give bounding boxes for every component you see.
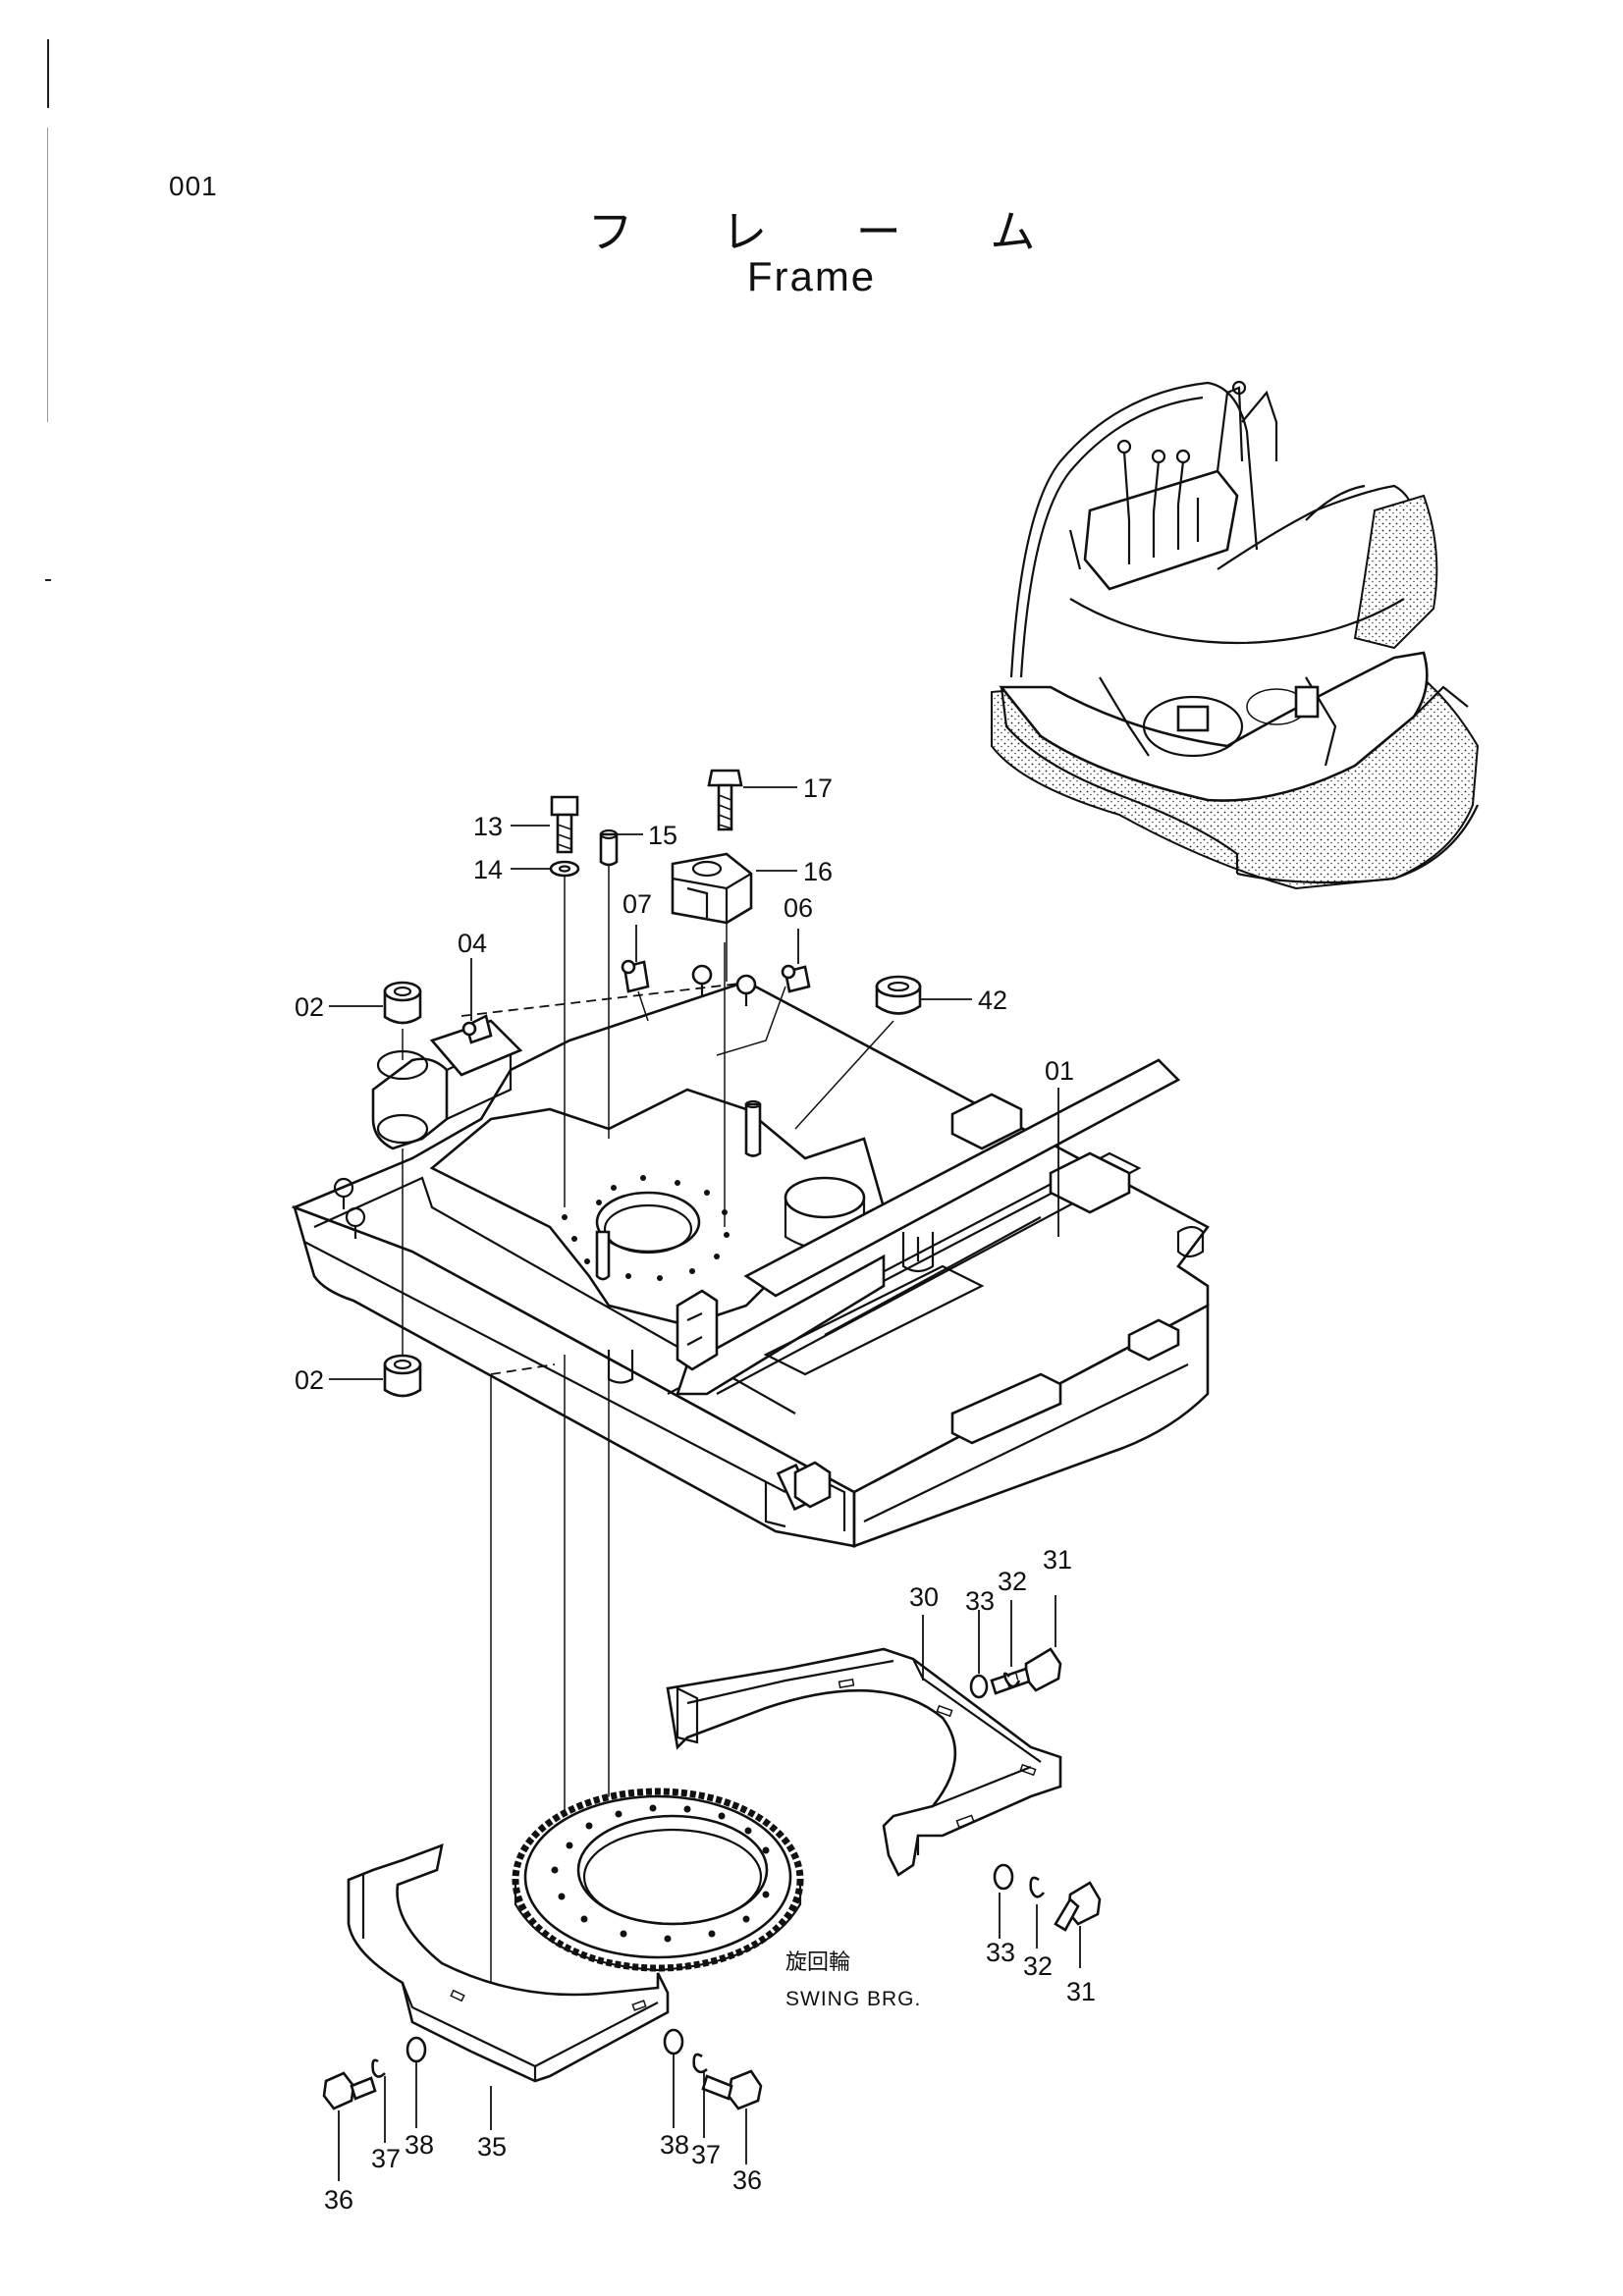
washer-38-right [663,2028,684,2056]
page-number: 001 [169,171,218,201]
lock-washer-32-lower [1029,1876,1046,1898]
lock-washer-37-right [692,2053,708,2074]
callout-33-lower: 33 [986,1938,1015,1967]
callout-02-top: 02 [295,992,324,1022]
lock-washer-32-upper [1002,1672,1021,1688]
pin-15 [599,828,619,867]
bolt-17 [707,769,743,831]
callout-38-right: 38 [660,2130,689,2160]
leader-lines [329,786,1081,2181]
callout-13: 13 [473,812,503,841]
bolt-31-upper [990,1647,1062,1695]
bolt-36-right [701,2069,763,2110]
callout-31-lower: 31 [1066,1977,1096,2006]
callout-30: 30 [909,1582,939,1612]
grease-fitting-04 [461,1014,493,1044]
margin-mark [47,128,48,422]
callout-32-lower: 32 [1023,1951,1053,1981]
lock-washer-37-left [371,2058,386,2078]
bolt-36-left [322,2071,377,2110]
grease-fitting-06 [781,964,811,993]
callout-37-right: 37 [691,2140,721,2169]
margin-mark [45,579,51,581]
swing-bearing [512,1788,804,1972]
callout-14: 14 [473,855,503,884]
page-title-english: Frame [746,253,877,299]
bushing-02-top [383,981,422,1025]
callout-04: 04 [458,929,487,958]
callout-02-bottom: 02 [295,1365,324,1395]
machine-overview-illustration [991,380,1480,890]
callout-35: 35 [477,2132,507,2162]
callout-15: 15 [648,821,677,850]
washer-33-upper [969,1674,989,1699]
callout-31-upper: 31 [1043,1545,1072,1575]
callout-37-left: 37 [371,2144,401,2173]
washer-33-lower [993,1863,1014,1891]
assembly-line [490,1363,556,1375]
margin-mark [47,39,49,108]
bolt-31-lower [1054,1881,1102,1932]
grease-fitting-07 [621,959,650,993]
callout-38-left: 38 [405,2130,434,2160]
washer-38-left [406,2036,427,2063]
callout-17: 17 [803,774,833,803]
cover-35 [347,1842,670,2083]
washer-14 [549,860,580,878]
upper-frame [291,980,1210,1548]
callout-32-upper: 32 [998,1567,1027,1596]
callout-labels: 13 14 15 16 17 07 06 04 02 42 01 02 30 3… [295,774,1096,2215]
block-16 [671,852,753,925]
bushing-02-bottom [383,1354,422,1398]
callout-01: 01 [1045,1056,1074,1086]
bolt-13 [550,795,579,854]
swing-bearing-label-japanese: 旋回輪 [785,1950,850,1975]
callout-06: 06 [784,893,813,923]
grommet-42 [875,975,922,1015]
swing-bearing-label-english: SWING BRG. [785,1988,921,2010]
callout-36-right: 36 [732,2165,762,2195]
callout-42: 42 [978,986,1007,1015]
page-title-japanese: フ レ ー ム [587,205,1073,258]
callout-36-left: 36 [324,2185,353,2215]
callout-16: 16 [803,857,833,886]
callout-07: 07 [622,889,652,919]
callout-33-upper: 33 [965,1586,995,1616]
